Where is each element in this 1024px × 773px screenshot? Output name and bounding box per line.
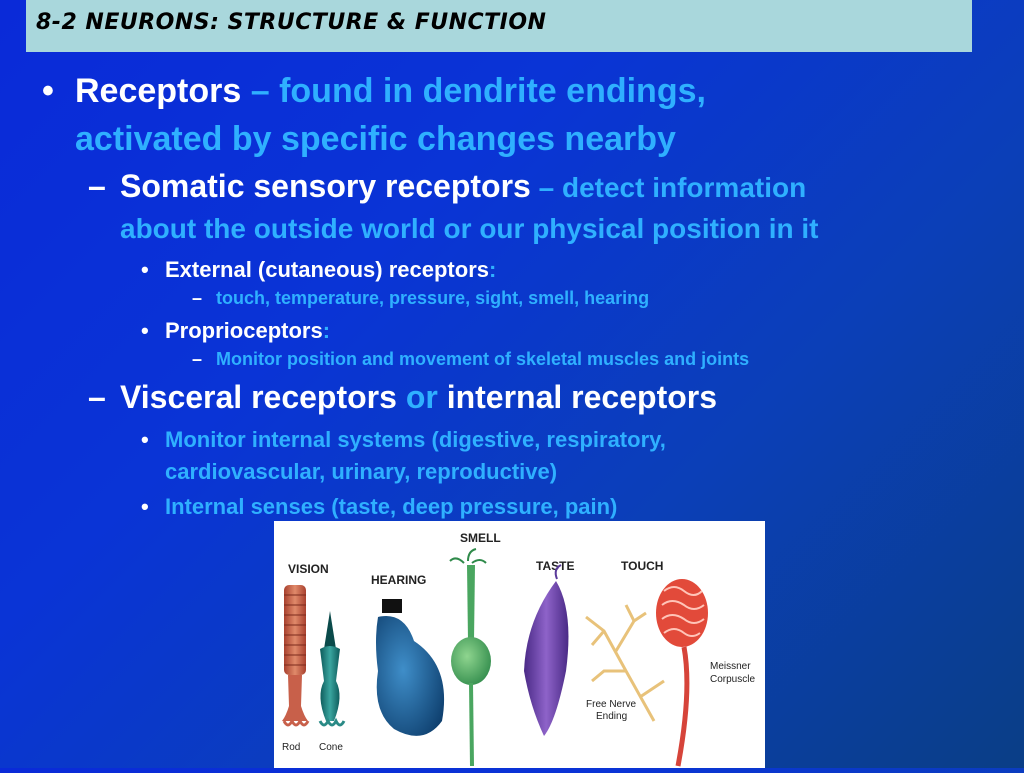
internal-senses: Internal senses (taste, deep pressure, p… <box>165 494 618 519</box>
proprioceptors-description: Monitor position and movement of skeleta… <box>216 349 750 369</box>
monitor-internal-line2: cardiovascular, urinary, reproductive) <box>165 459 558 484</box>
rod-label: Rod <box>282 742 300 753</box>
somatic-heading: Somatic sensory receptors <box>120 168 531 204</box>
receptors-definition: – found in dendrite endings, <box>241 72 706 110</box>
dash-icon: – <box>192 288 203 308</box>
free-nerve-ending-shape <box>585 604 665 722</box>
visceral-or: or <box>396 379 447 415</box>
bullet-receptors: Receptors – found in dendrite endings, <box>75 72 706 111</box>
rod-cell-shape <box>282 585 310 727</box>
slide-title-bar: 8-2 NEURONS: STRUCTURE & FUNCTION <box>26 0 972 52</box>
dash-icon: – <box>192 349 203 369</box>
proprioceptors-heading: Proprioceptors <box>165 318 323 343</box>
receptor-types-illustration: VISION HEARING SMELL TASTE TOUCH Rod Con… <box>274 521 765 768</box>
meissner-label-2: Corpuscle <box>710 674 755 685</box>
receptors-definition-line2: activated by specific changes nearby <box>75 120 676 158</box>
internal-receptors-heading: internal receptors <box>446 379 718 415</box>
smell-label: SMELL <box>460 531 501 545</box>
external-heading: External (cutaneous) receptors <box>165 257 489 282</box>
bullet-dot-icon: • <box>141 257 149 282</box>
bullet-dot-icon: • <box>42 72 54 110</box>
proprioceptors-colon: : <box>322 318 331 343</box>
bullet-dot-icon: • <box>141 427 149 452</box>
touch-label: TOUCH <box>621 559 663 573</box>
somatic-definition-line2: about the outside world or our physical … <box>120 213 819 244</box>
receptors-heading: Receptors <box>75 72 242 110</box>
taste-label: TASTE <box>536 559 574 573</box>
cone-cell-shape <box>318 611 346 727</box>
taste-cell-shape <box>524 564 569 736</box>
external-examples: touch, temperature, pressure, sight, sme… <box>216 288 650 308</box>
dash-icon: – <box>88 379 106 415</box>
meissner-label-1: Meissner <box>710 661 751 672</box>
free-nerve-label-2: Ending <box>596 711 627 722</box>
meissner-corpuscle-shape <box>656 579 708 767</box>
bullet-external: External (cutaneous) receptors: <box>165 257 496 283</box>
slide-title: 8-2 NEURONS: STRUCTURE & FUNCTION <box>36 10 547 35</box>
visceral-heading: Visceral receptors <box>120 379 397 415</box>
cone-label: Cone <box>319 742 343 753</box>
external-colon: : <box>488 257 497 282</box>
somatic-definition: – detect information <box>530 172 807 203</box>
free-nerve-label-1: Free Nerve <box>586 699 636 710</box>
bullet-dot-icon: • <box>141 318 149 343</box>
dash-icon: – <box>88 168 106 204</box>
receptor-diagram: VISION HEARING SMELL TASTE TOUCH Rod Con… <box>282 531 755 767</box>
bullet-dot-icon: • <box>141 494 149 519</box>
hair-cell-shape <box>376 599 445 736</box>
monitor-internal-line1: Monitor internal systems (digestive, res… <box>165 427 666 452</box>
vision-label: VISION <box>288 562 329 576</box>
bullet-proprioceptors: Proprioceptors: <box>165 318 330 344</box>
hearing-label: HEARING <box>371 573 426 587</box>
olfactory-cell-shape <box>449 548 491 766</box>
bullet-somatic: Somatic sensory receptors – detect infor… <box>120 168 806 205</box>
bullet-visceral: Visceral receptors or internal receptors <box>120 379 717 416</box>
